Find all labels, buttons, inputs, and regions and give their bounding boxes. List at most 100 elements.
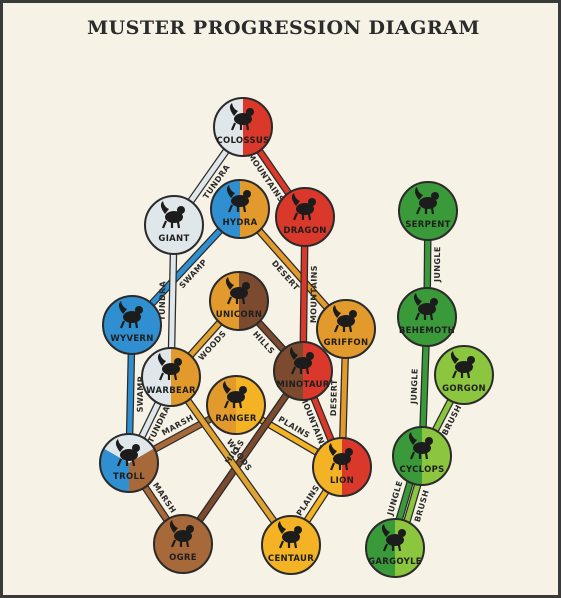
node-label: HYDRA bbox=[223, 218, 258, 228]
node-border bbox=[206, 375, 266, 435]
creature-node-colossus[interactable]: COLOSSUS bbox=[213, 97, 273, 157]
creature-node-unicorn[interactable]: UNICORN bbox=[209, 271, 269, 331]
creature-node-hydra[interactable]: HYDRA bbox=[210, 179, 270, 239]
lion-icon bbox=[328, 443, 353, 471]
node-border bbox=[392, 426, 452, 486]
creature-node-behemoth[interactable]: BEHEMOTH bbox=[397, 287, 457, 347]
node-fill-segment bbox=[207, 376, 236, 434]
creature-node-lion[interactable]: LION bbox=[312, 437, 372, 497]
creature-node-ranger[interactable]: RANGER bbox=[206, 375, 266, 435]
creature-node-centaur[interactable]: CENTAUR bbox=[261, 515, 321, 575]
edge-label-desert: DESERT bbox=[329, 379, 339, 416]
creature-node-giant[interactable]: GIANT bbox=[144, 195, 204, 255]
node-label: COLOSSUS bbox=[216, 136, 269, 146]
node-border bbox=[210, 179, 270, 239]
node-fill-segment bbox=[366, 519, 395, 577]
node-fill bbox=[398, 288, 456, 346]
creature-node-serpent[interactable]: SERPENT bbox=[398, 181, 458, 241]
behemoth-icon bbox=[413, 293, 438, 321]
creature-node-minotaur[interactable]: MINOTAUR bbox=[273, 341, 333, 401]
edge-label-jungle: JUNGLE bbox=[433, 246, 442, 283]
node-border bbox=[365, 518, 425, 578]
node-label: SERPENT bbox=[405, 220, 451, 230]
creature-node-troll[interactable]: TROLL bbox=[99, 433, 159, 493]
serpent-icon bbox=[414, 187, 439, 215]
node-border bbox=[434, 345, 494, 405]
node-border bbox=[141, 347, 201, 407]
edge-ogre-minotaur-hills bbox=[179, 367, 307, 548]
node-label: DRAGON bbox=[283, 226, 326, 236]
node-border bbox=[213, 97, 273, 157]
edge-path-woods bbox=[168, 374, 294, 548]
gargoyle-icon bbox=[381, 524, 406, 552]
node-fill bbox=[317, 300, 375, 358]
ranger-icon bbox=[222, 381, 247, 409]
node-fill bbox=[145, 196, 203, 254]
troll-icon bbox=[115, 439, 140, 467]
creature-node-griffon[interactable]: GRIFFON bbox=[316, 299, 376, 359]
node-border bbox=[261, 515, 321, 575]
node-border bbox=[312, 437, 372, 497]
node-label: TROLL bbox=[113, 472, 145, 482]
griffon-icon bbox=[332, 305, 357, 333]
node-label: RANGER bbox=[215, 414, 257, 424]
centaur-icon bbox=[277, 521, 302, 549]
minotaur-icon bbox=[289, 347, 314, 375]
gorgon-icon bbox=[450, 351, 475, 379]
node-label: UNICORN bbox=[216, 310, 262, 320]
node-label: WARBEAR bbox=[146, 386, 196, 396]
node-fill bbox=[276, 188, 334, 246]
edge-label-jungle: JUNGLE bbox=[409, 368, 419, 405]
cyclops-icon bbox=[408, 432, 433, 460]
ogre-icon bbox=[169, 520, 194, 548]
node-border bbox=[144, 195, 204, 255]
node-label: CENTAUR bbox=[268, 554, 314, 564]
creature-node-wyvern[interactable]: WYVERN bbox=[102, 295, 162, 355]
node-border bbox=[275, 187, 335, 247]
node-label: BEHEMOTH bbox=[399, 326, 455, 336]
warbear-icon bbox=[157, 353, 182, 381]
node-fill bbox=[154, 515, 212, 573]
creature-node-cyclops[interactable]: CYCLOPS bbox=[392, 426, 452, 486]
wyvern-icon bbox=[118, 301, 143, 329]
hydra-icon bbox=[226, 185, 251, 213]
edge-centaur-warbear-woods bbox=[167, 373, 295, 549]
giant-icon bbox=[160, 201, 185, 229]
edge-label-tundra: TUNDRA bbox=[158, 280, 168, 321]
node-fill bbox=[399, 182, 457, 240]
node-border bbox=[99, 433, 159, 493]
creature-node-gargoyle[interactable]: GARGOYLE bbox=[365, 518, 425, 578]
colossus-icon bbox=[229, 103, 254, 131]
node-fill-segment bbox=[274, 342, 303, 400]
node-label: OGRE bbox=[169, 553, 197, 563]
node-border bbox=[209, 271, 269, 331]
page-title: MUSTER PROGRESSION DIAGRAM bbox=[87, 17, 480, 39]
node-border bbox=[273, 341, 333, 401]
node-label: LION bbox=[330, 476, 354, 486]
creature-node-dragon[interactable]: DRAGON bbox=[275, 187, 335, 247]
node-fill-segment bbox=[393, 427, 422, 485]
node-border bbox=[397, 287, 457, 347]
node-fill-segment bbox=[210, 272, 239, 330]
node-border bbox=[153, 514, 213, 574]
edge-label-swamp: SWAMP bbox=[136, 376, 146, 412]
node-border bbox=[398, 181, 458, 241]
unicorn-icon bbox=[225, 277, 250, 305]
node-label: GARGOYLE bbox=[368, 557, 422, 567]
creature-node-warbear[interactable]: WARBEAR bbox=[141, 347, 201, 407]
node-label: GIANT bbox=[158, 234, 189, 244]
creature-node-ogre[interactable]: OGRE bbox=[153, 514, 213, 574]
node-label: WYVERN bbox=[110, 334, 153, 344]
node-fill-segment bbox=[214, 98, 243, 156]
node-fill bbox=[103, 296, 161, 354]
dragon-icon bbox=[291, 193, 316, 221]
edge-label-mountains: MOUNTAINS bbox=[309, 265, 319, 323]
node-label: CYCLOPS bbox=[399, 465, 444, 475]
node-fill bbox=[435, 346, 493, 404]
edge-path-hills bbox=[180, 368, 306, 547]
creature-node-gorgon[interactable]: GORGON bbox=[434, 345, 494, 405]
node-fill bbox=[262, 516, 320, 574]
node-border bbox=[316, 299, 376, 359]
